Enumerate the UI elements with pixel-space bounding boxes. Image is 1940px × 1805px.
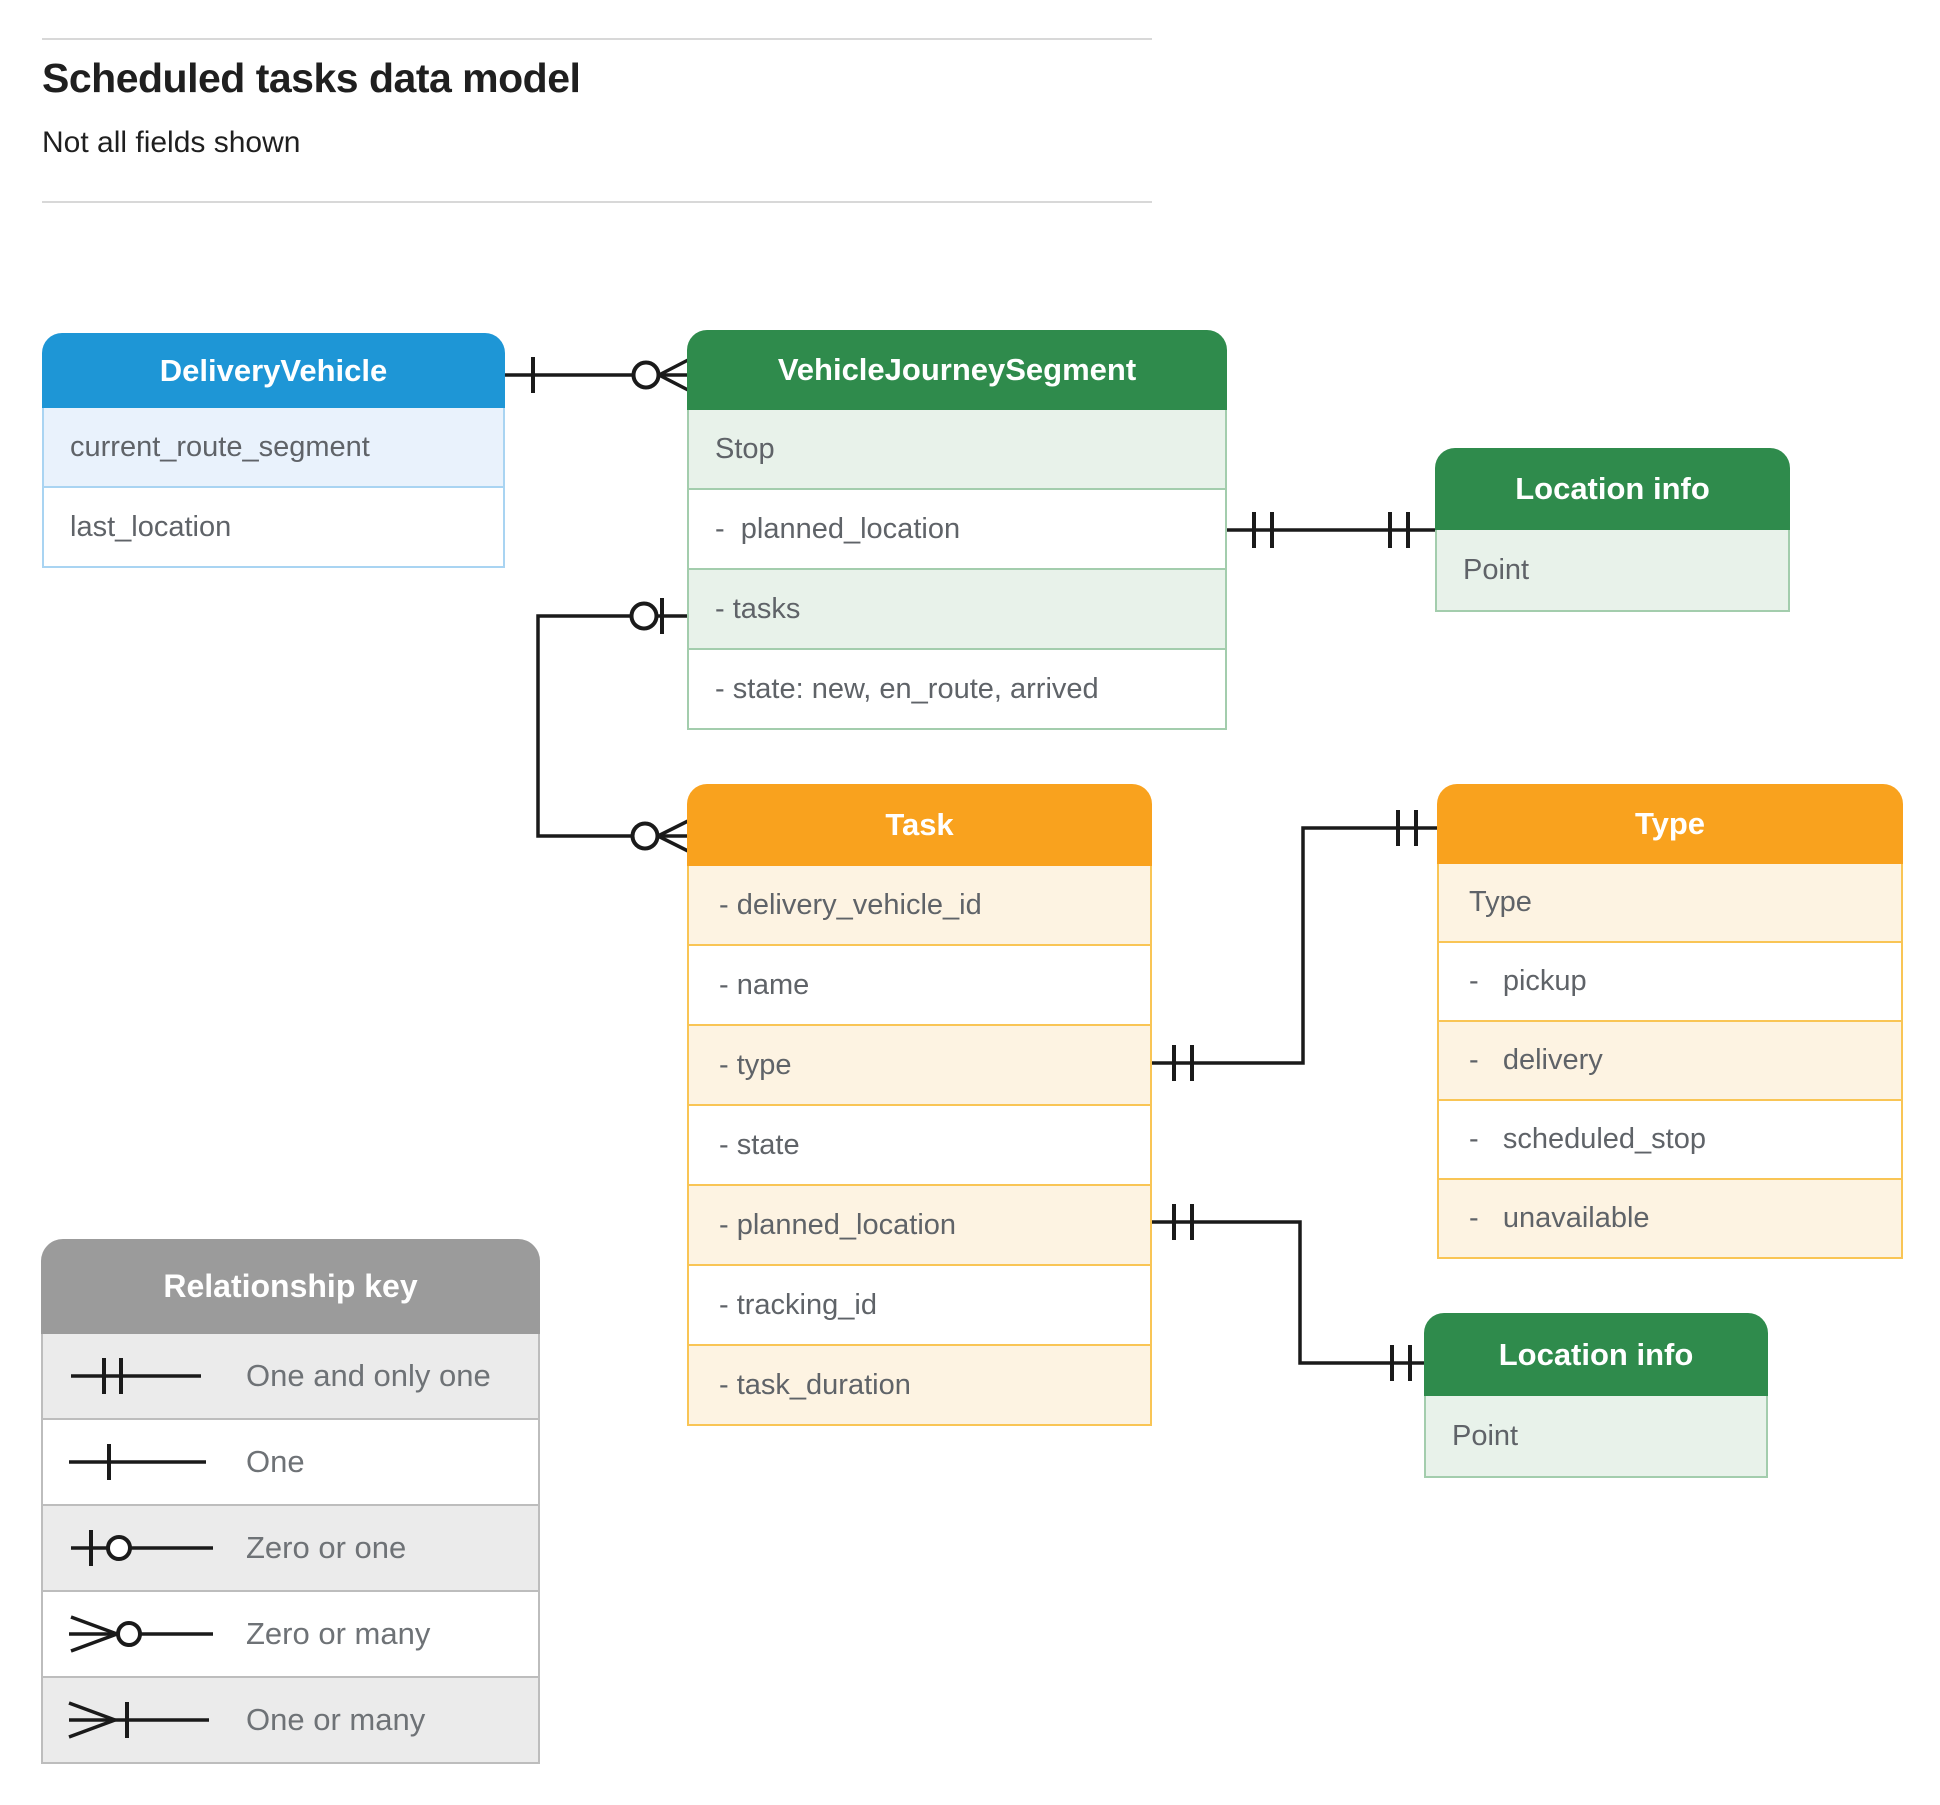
- field-row: Stop: [687, 410, 1227, 490]
- field-row: - tracking_id: [687, 1266, 1152, 1346]
- legend-row: Zero or one: [41, 1506, 540, 1592]
- one-icon: [43, 1432, 246, 1492]
- field-row: - pickup: [1437, 943, 1903, 1022]
- field-row: - planned_location: [687, 490, 1227, 570]
- zero-or-many-icon: [43, 1604, 246, 1664]
- legend-row: Zero or many: [41, 1592, 540, 1678]
- connector-deliveryvehicle-vehiclejourneysegment: [505, 357, 691, 393]
- legend-row: One: [41, 1420, 540, 1506]
- field-row: - state: new, en_route, arrived: [687, 650, 1227, 730]
- legend-row: One and only one: [41, 1334, 540, 1420]
- connector-type-type-entity: [1152, 810, 1437, 1081]
- field-row: Point: [1435, 530, 1790, 612]
- entity-delivery-vehicle: DeliveryVehicle current_route_segment la…: [42, 333, 505, 568]
- field-row: current_route_segment: [42, 408, 505, 488]
- top-divider: [42, 38, 1152, 40]
- field-row: Point: [1424, 1396, 1768, 1478]
- entity-task: Task - delivery_vehicle_id - name - type…: [687, 784, 1152, 1426]
- page-title: Scheduled tasks data model: [42, 55, 581, 101]
- field-row: - type: [687, 1026, 1152, 1106]
- subtitle-divider: [42, 201, 1152, 203]
- field-row: - name: [687, 946, 1152, 1026]
- zero-or-one-icon: [43, 1518, 246, 1578]
- one-or-many-icon: [43, 1690, 246, 1750]
- field-row: - planned_location: [687, 1186, 1152, 1266]
- entity-type: Type Type - pickup - delivery - schedule…: [1437, 784, 1903, 1259]
- field-row: Type: [1437, 864, 1903, 943]
- entity-delivery-vehicle-title: DeliveryVehicle: [42, 333, 505, 408]
- field-row: - task_duration: [687, 1346, 1152, 1426]
- field-row: - tasks: [687, 570, 1227, 650]
- field-row: - delivery_vehicle_id: [687, 866, 1152, 946]
- connector-plannedlocation-locationinfo-top: [1227, 512, 1435, 548]
- field-row: - state: [687, 1106, 1152, 1186]
- page-subtitle: Not all fields shown: [42, 126, 301, 159]
- entity-location-info-top-title: Location info: [1435, 448, 1790, 530]
- relationship-key-title: Relationship key: [41, 1239, 540, 1334]
- one-and-only-one-icon: [43, 1346, 246, 1406]
- entity-location-info-bottom-title: Location info: [1424, 1313, 1768, 1396]
- entity-vehicle-journey-segment-title: VehicleJourneySegment: [687, 330, 1227, 410]
- field-row: last_location: [42, 488, 505, 568]
- field-row: - unavailable: [1437, 1180, 1903, 1259]
- entity-task-title: Task: [687, 784, 1152, 866]
- field-row: - scheduled_stop: [1437, 1101, 1903, 1180]
- connector-tasks-task: [536, 598, 691, 854]
- relationship-key: Relationship key One and only one One: [41, 1239, 540, 1764]
- entity-vehicle-journey-segment: VehicleJourneySegment Stop - planned_loc…: [687, 330, 1227, 730]
- entity-location-info-top: Location info Point: [1435, 448, 1790, 612]
- field-row: - delivery: [1437, 1022, 1903, 1101]
- entity-type-title: Type: [1437, 784, 1903, 864]
- legend-row: One or many: [41, 1678, 540, 1764]
- entity-location-info-bottom: Location info Point: [1424, 1313, 1768, 1478]
- connector-plannedlocation-locationinfo-bottom: [1152, 1204, 1424, 1381]
